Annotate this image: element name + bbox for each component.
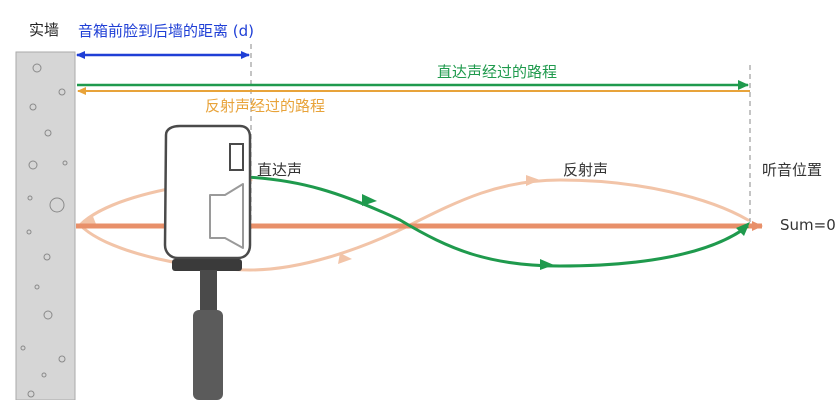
speaker-distance-label: 音箱前脸到后墙的距离 (d) bbox=[78, 22, 254, 40]
reflected-wave-arrow-mid2 bbox=[526, 175, 540, 186]
direct-wave-arrow-2 bbox=[540, 259, 554, 270]
direct-sound-label: 直达声 bbox=[257, 161, 303, 179]
reflected-wave-arrow-left bbox=[80, 214, 96, 226]
reflected-sound-label: 反射声 bbox=[563, 161, 609, 179]
speaker-stand-icon bbox=[172, 259, 242, 400]
wall-label: 实墙 bbox=[29, 21, 60, 39]
sum-label: Sum=0 bbox=[780, 216, 836, 234]
direct-wave-arrow-1 bbox=[362, 194, 377, 206]
reflected-wave-arrow-mid1 bbox=[338, 253, 352, 264]
listening-position-label: 听音位置 bbox=[762, 161, 823, 179]
reflected-path-label: 反射声经过的路程 bbox=[205, 97, 326, 115]
solid-wall bbox=[15, 51, 76, 400]
direct-wave bbox=[245, 175, 749, 268]
direct-path-label: 直达声经过的路程 bbox=[437, 63, 558, 81]
direct-wave-arrow-3 bbox=[736, 222, 750, 236]
studio-monitor-icon bbox=[163, 124, 252, 260]
